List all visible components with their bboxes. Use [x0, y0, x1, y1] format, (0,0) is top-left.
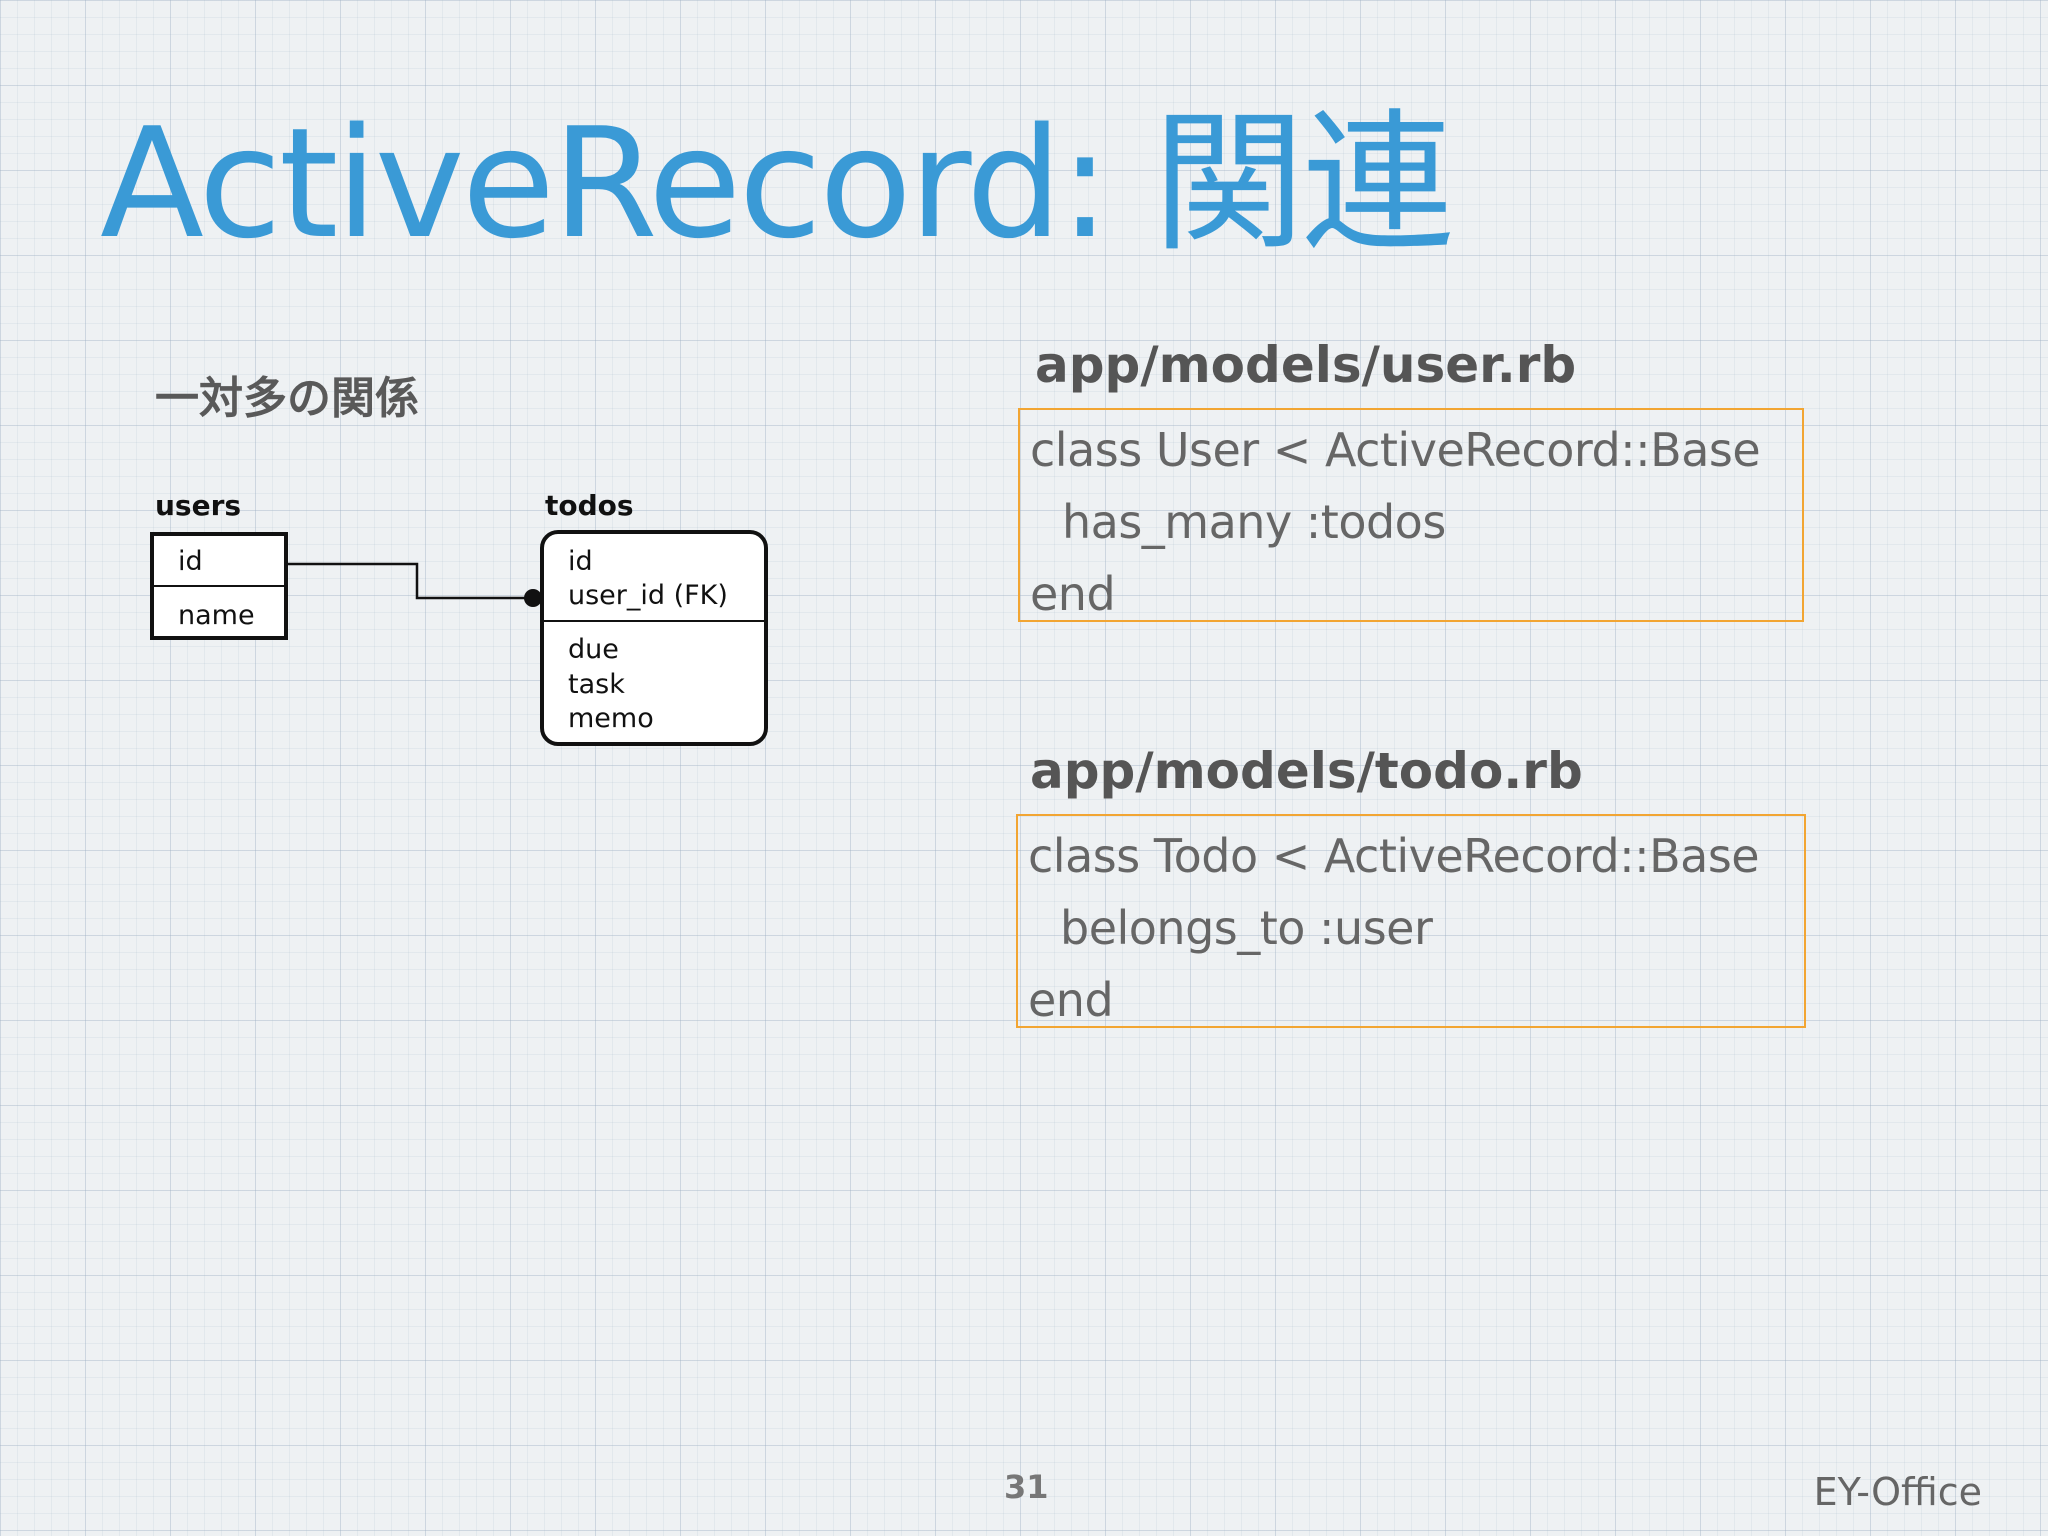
relationship-dot [524, 589, 542, 607]
code-line: end [1030, 567, 1116, 621]
footer-brand: EY-Office [1813, 1470, 1982, 1514]
page-number: 31 [1004, 1468, 1049, 1506]
users-table-name: users [155, 489, 241, 522]
slide-title: ActiveRecord: 関連 [100, 95, 1454, 272]
todos-field-id: id [568, 546, 593, 577]
users-field-name: name [178, 600, 255, 631]
user-model-filename: app/models/user.rb [1035, 336, 1577, 394]
todo-model-filename: app/models/todo.rb [1030, 742, 1583, 800]
code-line: class Todo < ActiveRecord::Base [1028, 829, 1760, 883]
todo-model-code: class Todo < ActiveRecord::Base belongs_… [1016, 814, 1806, 1028]
todos-field-memo: memo [568, 703, 654, 734]
code-line: class User < ActiveRecord::Base [1030, 423, 1761, 477]
relationship-line [286, 562, 533, 600]
user-model-code: class User < ActiveRecord::Base has_many… [1018, 408, 1804, 622]
users-field-id: id [178, 546, 203, 577]
code-line: belongs_to :user [1060, 901, 1433, 955]
todos-field-task: task [568, 669, 625, 700]
er-diagram: users id name todos id user_id (FK) due … [150, 489, 768, 746]
relationship-subtitle: 一対多の関係 [155, 373, 419, 424]
todos-table-box [540, 530, 768, 746]
code-line: end [1028, 973, 1114, 1027]
todos-table-name: todos [545, 489, 634, 522]
todos-field-user-id: user_id (FK) [568, 580, 728, 611]
todos-field-due: due [568, 634, 619, 665]
code-line: has_many :todos [1062, 495, 1446, 549]
